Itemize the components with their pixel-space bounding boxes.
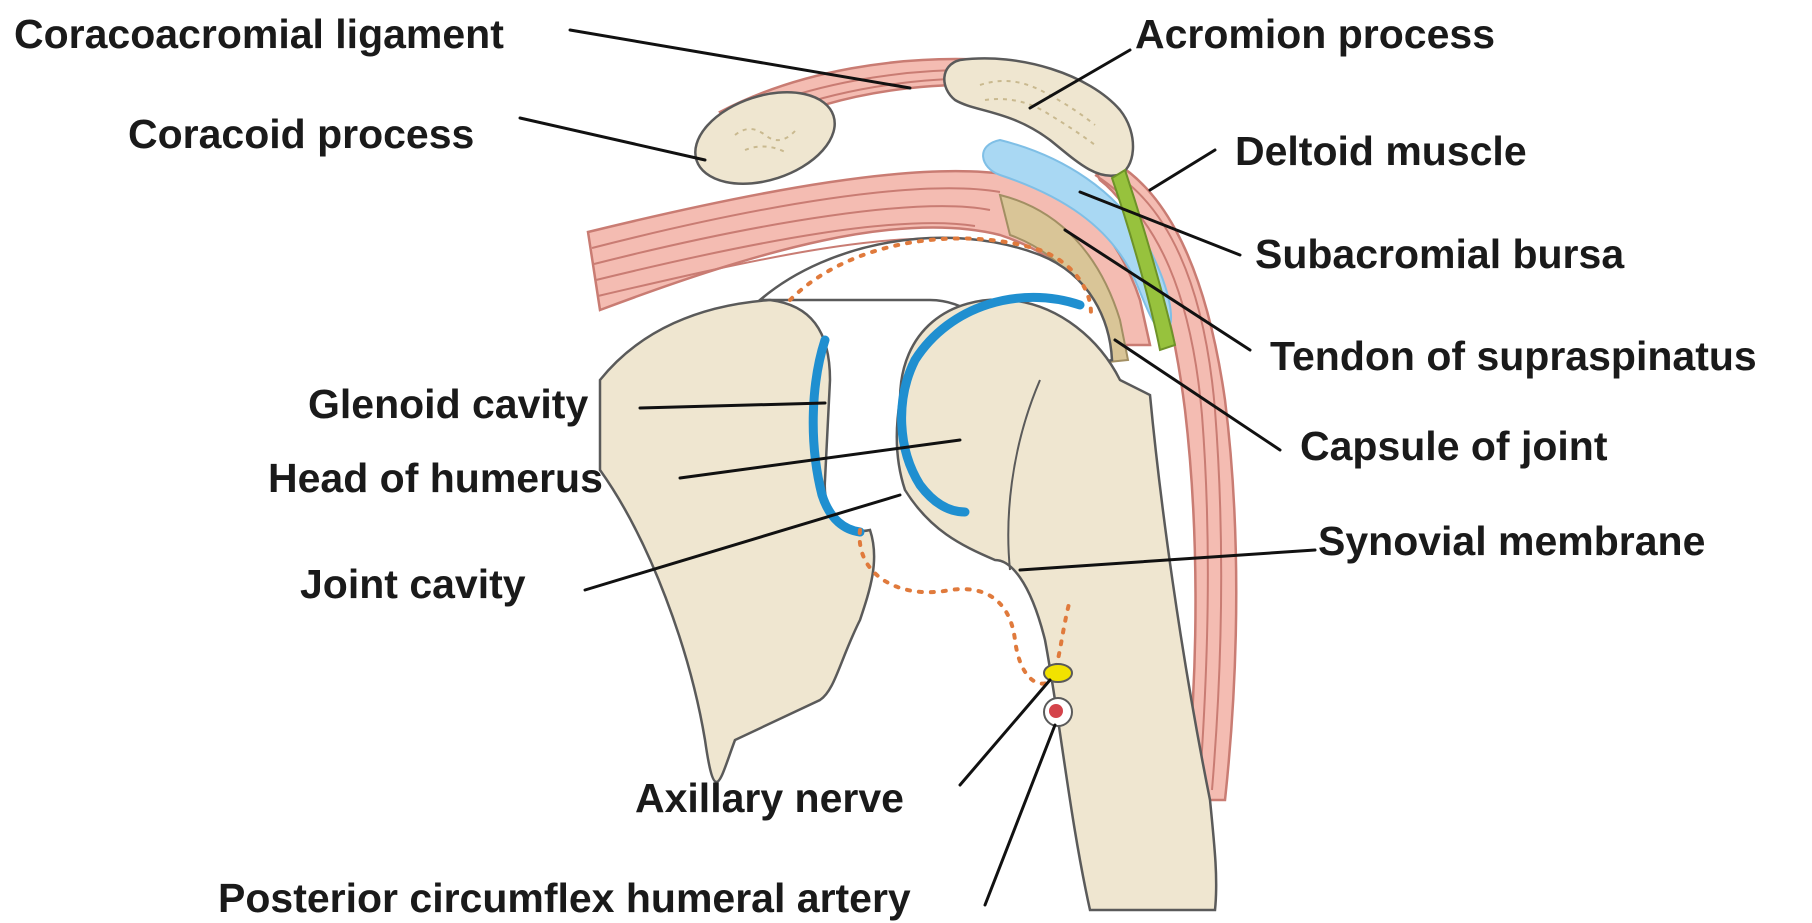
label-deltoid-muscle: Deltoid muscle [1235, 128, 1527, 174]
label-glenoid-cavity: Glenoid cavity [308, 381, 588, 427]
label-acromion-process: Acromion process [1135, 11, 1495, 57]
axillary-nerve-icon [1044, 664, 1072, 682]
label-head-of-humerus: Head of humerus [268, 455, 603, 501]
label-subacromial-bursa: Subacromial bursa [1255, 231, 1625, 277]
label-coracoid-process: Coracoid process [128, 111, 474, 157]
leader-posterior-circumflex-humeral-artery [985, 725, 1055, 905]
label-capsule-of-joint: Capsule of joint [1300, 423, 1608, 469]
leader-deltoid-muscle [1150, 150, 1215, 190]
label-posterior-circumflex-humeral-artery: Posterior circumflex humeral artery [218, 875, 911, 921]
leader-coracoacromial-ligament [570, 30, 910, 88]
artery-icon [1044, 698, 1072, 726]
label-joint-cavity: Joint cavity [300, 561, 526, 607]
label-coracoacromial-ligament: Coracoacromial ligament [14, 11, 504, 57]
leader-coracoid-process [520, 118, 705, 160]
label-synovial-membrane: Synovial membrane [1318, 518, 1705, 564]
humerus [897, 297, 1216, 910]
scapula [600, 300, 874, 782]
label-axillary-nerve: Axillary nerve [635, 775, 904, 821]
label-tendon-of-supraspinatus: Tendon of supraspinatus [1270, 333, 1757, 379]
